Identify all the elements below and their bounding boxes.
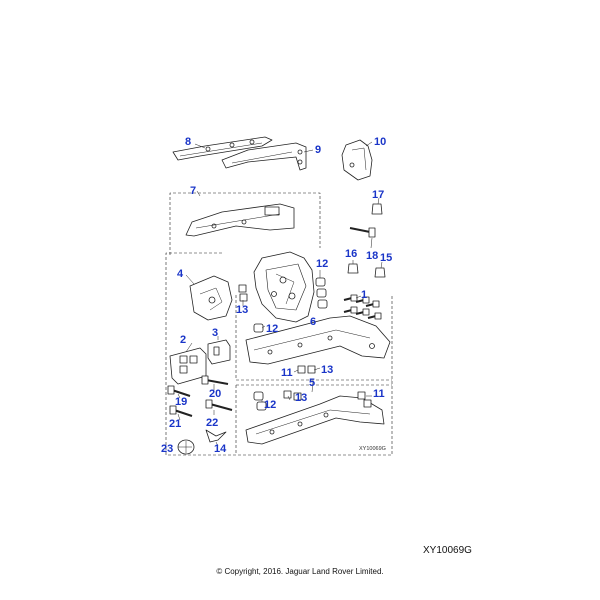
callout-9: 9 (315, 144, 321, 156)
callout-11a: 11 (281, 367, 293, 379)
callout-13c: 13 (295, 392, 307, 404)
callout-23: 23 (161, 443, 173, 455)
callout-13b: 13 (321, 364, 333, 376)
part-23-bolt (177, 439, 195, 455)
callout-22: 22 (206, 417, 218, 429)
part-11-nut-low (357, 391, 372, 408)
callout-14: 14 (214, 443, 227, 455)
part-14-clip (205, 429, 227, 443)
callout-13a: 13 (236, 304, 248, 316)
group-box-7 (169, 192, 321, 255)
callout-16: 16 (345, 248, 357, 260)
part-12-bushings-mid (253, 323, 264, 333)
part-15-nut (374, 267, 386, 278)
inner-figure-code: XY10069G (359, 446, 386, 452)
copyright-notice: © Copyright, 2016. Jaguar Land Rover Lim… (216, 567, 384, 576)
part-5-subframe (245, 395, 385, 445)
callout-12b: 12 (266, 323, 278, 335)
figure-code: XY10069G (423, 545, 472, 556)
part-22-bolt (205, 399, 233, 411)
part-18-bolt (349, 227, 376, 238)
part-19-bolt (167, 385, 191, 397)
callout-15: 15 (380, 252, 392, 264)
group-box-main (165, 252, 393, 456)
callout-5: 5 (309, 377, 315, 389)
part-8-upper-rail (172, 136, 273, 161)
part-7-rail (185, 203, 295, 237)
callout-2: 2 (180, 334, 186, 346)
part-6-subframe (245, 315, 391, 365)
part-13-bushing-low (283, 390, 302, 401)
part-1-bolts (343, 294, 382, 320)
callout-17: 17 (372, 189, 384, 201)
part-12-bushings-top (315, 277, 328, 309)
callout-18: 18 (366, 250, 378, 262)
part-3-block (207, 339, 231, 365)
part-13-bushing-a (238, 284, 248, 302)
part-11-nut-mid (297, 365, 316, 374)
callout-21: 21 (169, 418, 181, 430)
callout-8: 8 (185, 136, 191, 148)
callout-labels: 1 2 3 4 5 6 7 8 9 10 11 11 12 12 12 13 1… (161, 136, 392, 455)
part-4-shell (189, 275, 233, 321)
part-6-casting (253, 251, 315, 323)
part-10-bracket (341, 139, 373, 181)
callout-20: 20 (209, 388, 221, 400)
callout-4: 4 (177, 268, 184, 280)
part-16-nut (347, 263, 359, 274)
part-17-nut (371, 203, 383, 215)
callout-3: 3 (212, 327, 218, 339)
callout-19: 19 (175, 396, 187, 408)
callout-12c: 12 (264, 399, 276, 411)
part-20-bolt (201, 375, 229, 385)
callout-12a: 12 (316, 258, 328, 270)
callout-1: 1 (361, 289, 367, 301)
callout-10: 10 (374, 136, 386, 148)
callout-11b: 11 (373, 388, 385, 400)
part-9-brace (221, 142, 307, 171)
leader-lines (177, 141, 383, 448)
callout-6: 6 (310, 316, 316, 328)
callout-7: 7 (190, 185, 196, 197)
part-21-bolt (169, 405, 193, 417)
part-2-mount (169, 347, 207, 385)
part-12-bushings-low (253, 391, 267, 411)
